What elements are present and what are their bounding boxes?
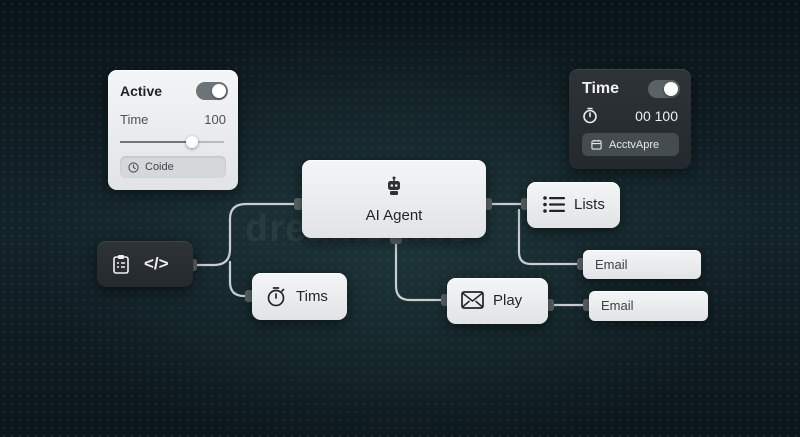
list-icon <box>543 195 565 214</box>
clock-icon <box>128 161 139 173</box>
slider-fill <box>120 141 193 143</box>
time-value: 100 <box>204 112 226 127</box>
connector <box>294 198 303 210</box>
time-panel: Time 00 100 AcctvApre <box>569 69 691 169</box>
code-button[interactable]: Coide <box>120 156 226 178</box>
active-title: Active <box>120 83 163 99</box>
stopwatch-icon <box>582 107 598 124</box>
email-node-1[interactable]: Email <box>583 250 701 279</box>
time-label: Time <box>120 112 149 127</box>
play-node[interactable]: Play <box>447 278 548 324</box>
wire-lists-to-email <box>517 208 585 266</box>
active-toggle[interactable] <box>196 82 228 100</box>
activate-button-label: AcctvApre <box>609 138 660 151</box>
ai-agent-node[interactable]: AI Agent <box>302 160 486 238</box>
code-node[interactable]: </> <box>97 241 193 287</box>
lists-node-label: Lists <box>574 196 605 213</box>
time-slider[interactable] <box>120 136 224 148</box>
time-panel-title: Time <box>582 80 620 97</box>
slider-thumb[interactable] <box>186 136 199 148</box>
lists-node[interactable]: Lists <box>527 182 620 228</box>
email-node-1-label: Email <box>595 257 628 272</box>
stopwatch-icon <box>266 286 286 307</box>
code-node-label: </> <box>144 254 169 273</box>
code-button-label: Coide <box>145 161 174 173</box>
robot-icon <box>385 176 403 196</box>
email-node-2-label: Email <box>601 298 634 313</box>
time-panel-value: 00 100 <box>635 107 678 124</box>
ai-agent-label: AI Agent <box>365 207 423 224</box>
wire-code-to-tims <box>228 260 254 298</box>
connector <box>245 290 254 302</box>
wire-code-to-agent <box>191 202 302 267</box>
email-node-2[interactable]: Email <box>589 291 708 321</box>
clipboard-icon <box>112 254 130 274</box>
tims-node-label: Tims <box>296 288 328 305</box>
envelope-icon <box>461 291 484 309</box>
wire-agent-to-play <box>394 238 449 302</box>
tims-node[interactable]: Tims <box>252 273 347 320</box>
play-node-label: Play <box>493 291 523 309</box>
active-panel: Active Time 100 Coide <box>108 70 238 190</box>
time-toggle[interactable] <box>648 80 680 98</box>
calendar-icon <box>591 139 602 150</box>
activate-button[interactable]: AcctvApre <box>582 133 679 156</box>
